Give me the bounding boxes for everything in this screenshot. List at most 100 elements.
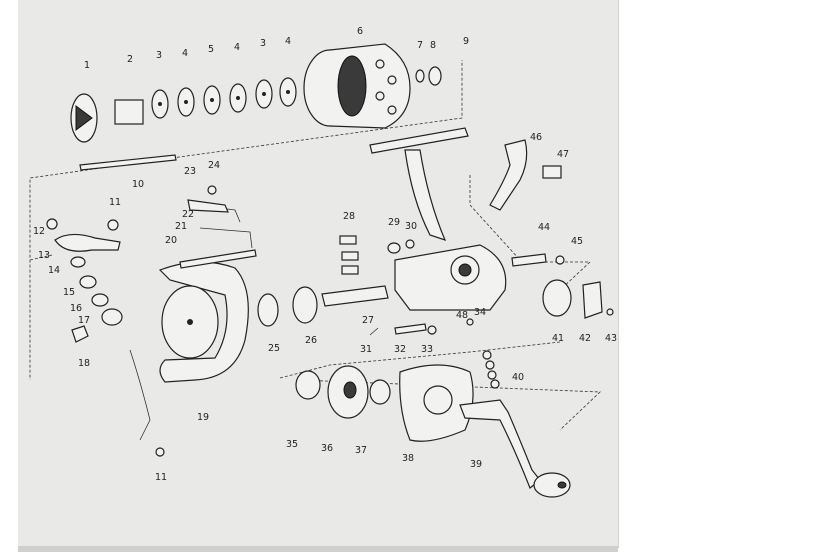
part-11-screw-top <box>107 219 119 231</box>
part-33-screw <box>427 325 437 335</box>
label-13: 13 <box>38 250 50 261</box>
label-14: 14 <box>48 265 60 276</box>
label-4a: 4 <box>182 48 188 59</box>
label-31: 31 <box>360 344 372 355</box>
part-42-bracket <box>582 281 603 319</box>
label-8: 8 <box>430 40 436 51</box>
label-24: 24 <box>208 160 220 171</box>
label-45: 45 <box>571 236 583 247</box>
label-11-bottom: 11 <box>155 472 167 483</box>
label-4c: 4 <box>285 36 291 47</box>
label-3b: 3 <box>260 38 266 49</box>
label-4b: 4 <box>234 42 240 53</box>
part-34-pin <box>466 318 474 326</box>
label-25: 25 <box>268 343 280 354</box>
part-46-cover <box>489 139 528 211</box>
part-44-stopper <box>511 253 547 267</box>
label-10: 10 <box>132 179 144 190</box>
label-34: 34 <box>474 307 486 318</box>
label-38: 38 <box>402 453 414 464</box>
part-15-bearing <box>79 275 97 289</box>
part-18-nut <box>71 325 89 343</box>
part-14-washer <box>70 256 86 268</box>
part-39-handle <box>459 399 571 498</box>
part-17-roller <box>101 308 123 326</box>
part-37-bearing <box>369 379 391 405</box>
label-39: 39 <box>470 459 482 470</box>
label-7: 7 <box>417 40 423 51</box>
label-29: 29 <box>388 217 400 228</box>
part-6-spool <box>303 43 411 129</box>
part-23-bracket <box>187 199 229 213</box>
label-42: 42 <box>579 333 591 344</box>
label-32: 32 <box>394 344 406 355</box>
assembly-line-side <box>469 175 592 291</box>
part-30-screw <box>405 239 415 249</box>
label-46: 46 <box>530 132 542 143</box>
part-21-spring <box>179 249 257 269</box>
part-13-bail-arm <box>54 233 121 252</box>
part-9-body-frame <box>369 127 507 311</box>
part-47-screw <box>542 165 562 179</box>
label-1: 1 <box>84 60 90 71</box>
part-1-drag-knob <box>70 93 98 143</box>
part-washers-stack <box>151 77 297 119</box>
label-27: 27 <box>362 315 374 326</box>
part-26-clutch <box>292 286 318 324</box>
label-47: 47 <box>557 149 569 160</box>
label-28: 28 <box>343 211 355 222</box>
label-43: 43 <box>605 333 617 344</box>
part-40-screws <box>482 350 500 389</box>
part-35-washer <box>295 370 321 400</box>
label-41: 41 <box>552 333 564 344</box>
label-21: 21 <box>175 221 187 232</box>
part-36-drive-gear <box>327 365 369 419</box>
part-28-pins <box>339 235 359 275</box>
paper-edge <box>18 546 618 552</box>
label-44: 44 <box>538 222 550 233</box>
part-45-screw <box>555 255 565 265</box>
label-12: 12 <box>33 226 45 237</box>
label-23: 23 <box>184 166 196 177</box>
part-labels: 1 2 3 4 5 4 3 4 6 7 8 9 10 11 12 13 14 1… <box>33 26 617 483</box>
part-10-main-shaft <box>79 154 177 171</box>
label-18: 18 <box>78 358 90 369</box>
part-32-oscillation-slider <box>394 323 427 335</box>
label-40: 40 <box>512 372 524 383</box>
label-5: 5 <box>208 44 214 55</box>
part-7-ring <box>415 69 425 83</box>
label-9: 9 <box>463 36 469 47</box>
label-3a: 3 <box>156 50 162 61</box>
label-26: 26 <box>305 335 317 346</box>
label-17: 17 <box>78 315 90 326</box>
part-24-screw <box>207 185 217 195</box>
part-38-side-plate <box>399 364 474 442</box>
label-19: 19 <box>197 412 209 423</box>
label-22: 22 <box>182 209 194 220</box>
label-35: 35 <box>286 439 298 450</box>
label-11: 11 <box>109 197 121 208</box>
part-19-rotor <box>158 261 249 383</box>
label-30: 30 <box>405 221 417 232</box>
label-33: 33 <box>421 344 433 355</box>
part-43-screw <box>606 308 614 316</box>
label-37: 37 <box>355 445 367 456</box>
part-29-washer <box>387 242 401 254</box>
label-2: 2 <box>127 54 133 65</box>
label-6: 6 <box>357 26 363 37</box>
label-36: 36 <box>321 443 333 454</box>
label-48: 48 <box>456 310 468 321</box>
part-27-pinion <box>321 285 389 307</box>
part-31-pin <box>369 327 379 336</box>
part-11-screw-bottom <box>155 447 165 457</box>
part-41-gear <box>542 279 572 317</box>
label-16: 16 <box>70 303 82 314</box>
part-12-screw <box>46 218 58 230</box>
part-16-collar <box>91 293 109 307</box>
part-8-gear <box>428 66 442 86</box>
label-20: 20 <box>165 235 177 246</box>
part-2-washer <box>114 99 144 125</box>
part-bail-lower <box>129 349 151 441</box>
